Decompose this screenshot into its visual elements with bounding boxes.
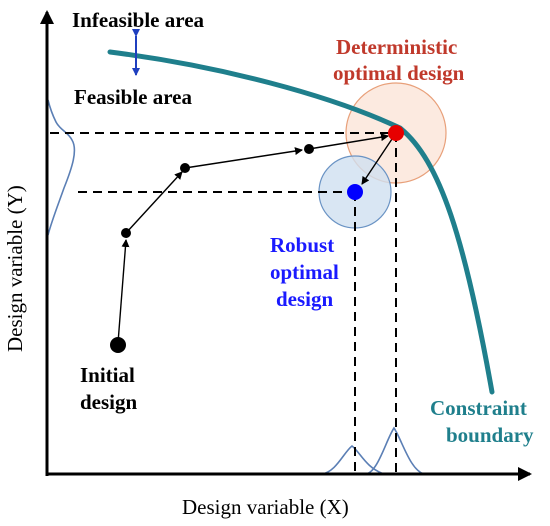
path-point-3 — [304, 144, 314, 154]
constraint-boundary-label-line1: Constraint — [430, 396, 527, 420]
robust-label-line3: design — [276, 287, 334, 311]
robust-label-line2: optimal — [270, 260, 339, 284]
y-axis-label: Design variable (Y) — [3, 185, 27, 352]
constraint-boundary-label-line2: boundary — [446, 423, 534, 447]
deterministic-label-line1: Deterministic — [336, 35, 457, 59]
dashed-guides — [50, 132, 397, 474]
y-distribution-curve — [47, 99, 76, 236]
deterministic-optimal-point — [388, 125, 404, 141]
x-axis-label: Design variable (X) — [182, 495, 349, 519]
initial-design-label-line1: Initial — [80, 363, 135, 387]
x-distribution-curve-deterministic — [365, 426, 425, 475]
robust-optimal-point — [347, 184, 363, 200]
path-point-2 — [180, 163, 190, 173]
feasible-area-label: Feasible area — [74, 85, 193, 109]
robust-label-line1: Robust — [270, 233, 334, 257]
path-point-1 — [121, 228, 131, 238]
infeasible-area-label: Infeasible area — [72, 8, 205, 32]
deterministic-label-line2: optimal design — [333, 61, 465, 85]
x-distribution-curve-robust — [321, 444, 385, 475]
optimization-path — [117, 133, 393, 344]
initial-design-point — [110, 337, 126, 353]
initial-design-label-line2: design — [80, 390, 138, 414]
